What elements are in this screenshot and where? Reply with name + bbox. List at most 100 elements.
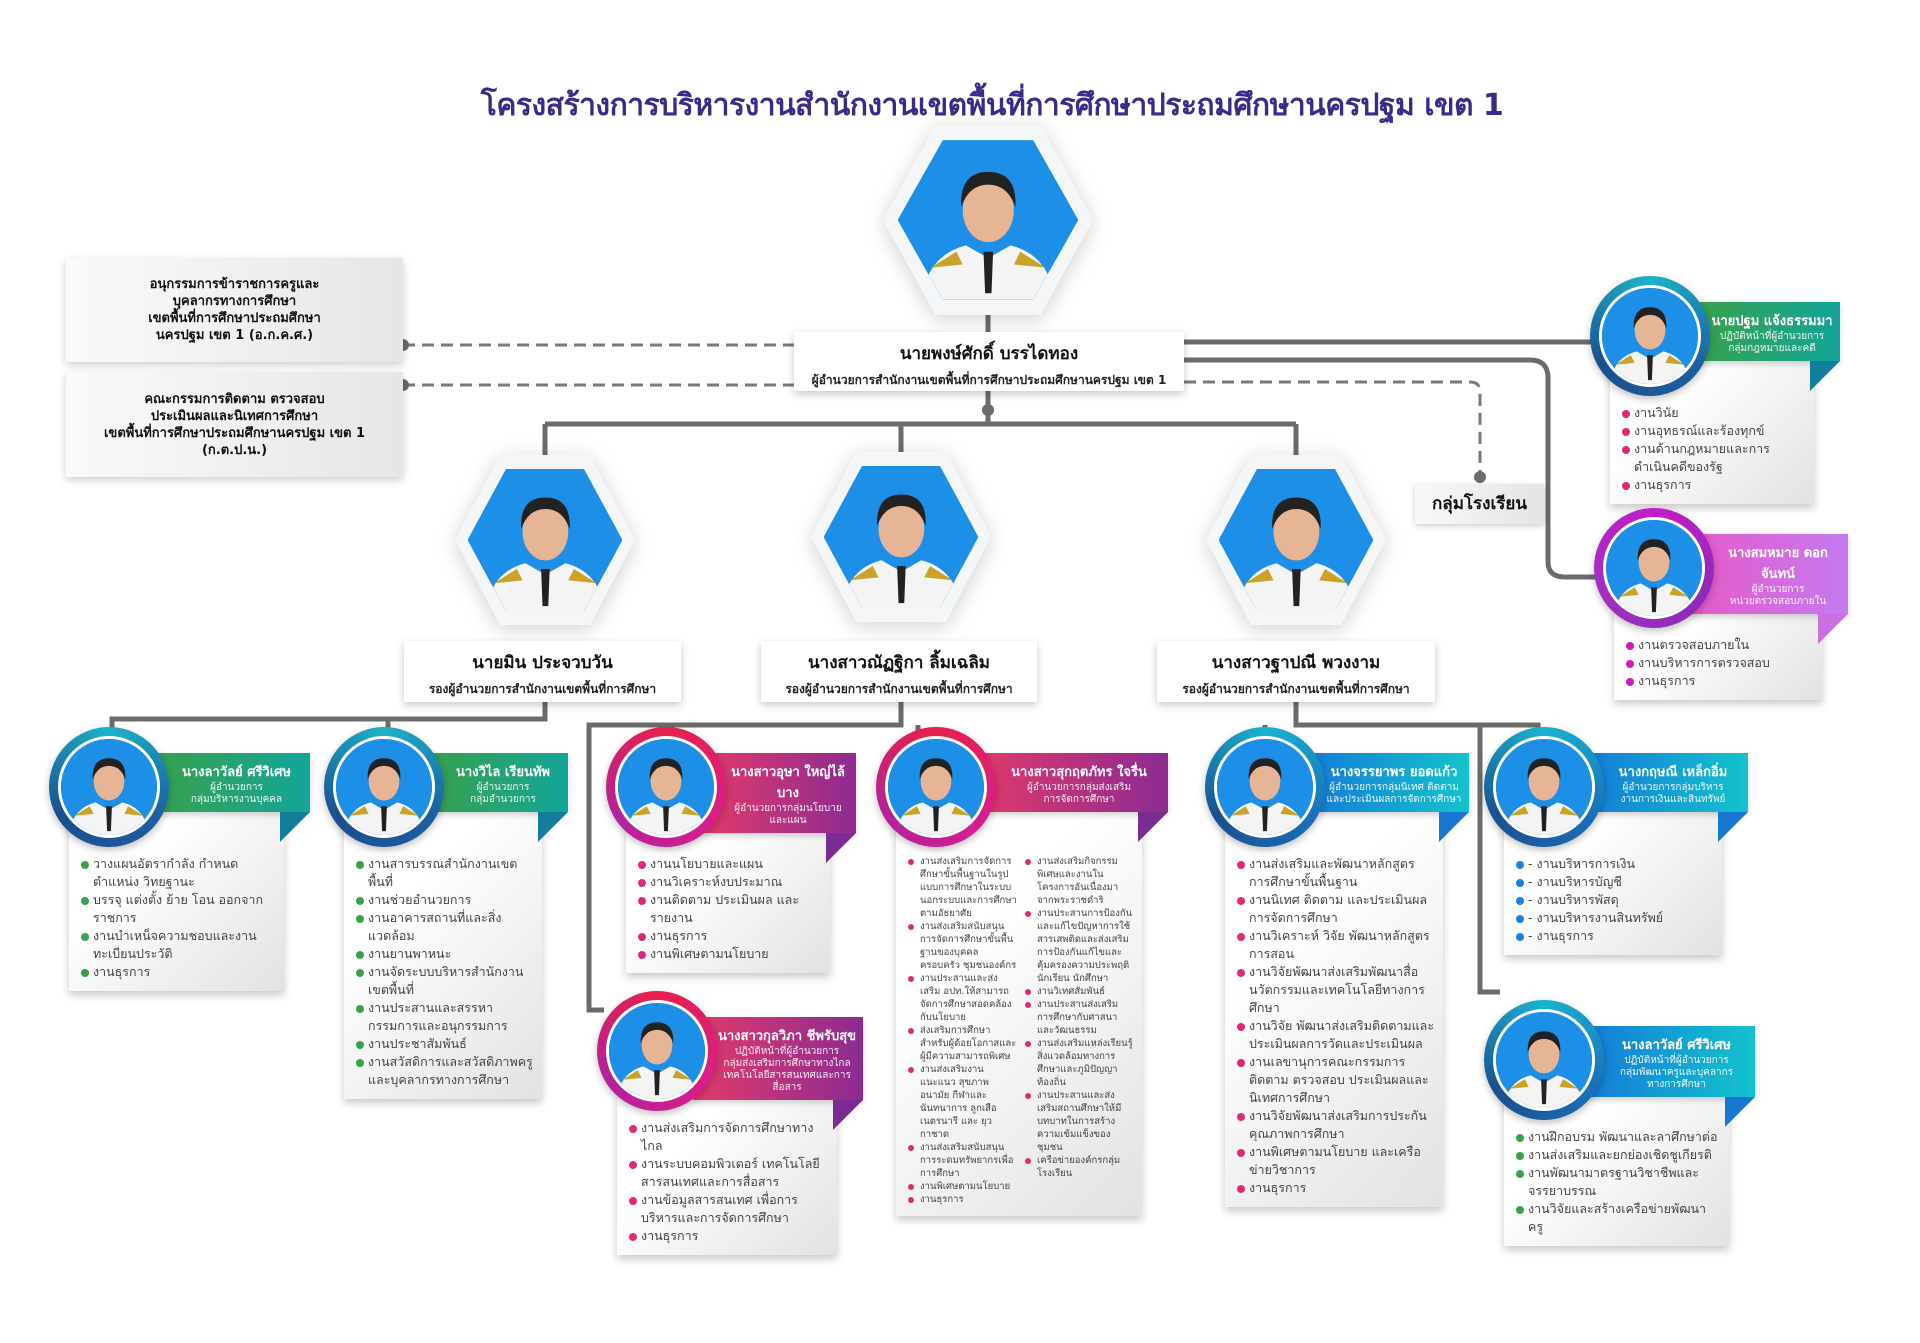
duty-box: งานส่งเสริมการจัดการศึกษาขั้นพื้นฐานในรู… xyxy=(896,808,1142,1216)
duty-box: งานนโยบายและแผนงานวิเคราะห์งบประมาณงานติ… xyxy=(626,829,830,973)
group-head-photo xyxy=(876,727,996,847)
duty-item: งานนโยบายและแผน xyxy=(638,855,822,873)
group-head-position: ปฏิบัติหน้าที่ผู้อำนวยการ xyxy=(1624,1055,1729,1066)
deputy-photo xyxy=(811,452,991,622)
committee-line: ประเมินผลและนิเทศการศึกษา xyxy=(150,408,319,424)
group-head-position: ผู้อำนวยการกลุ่มนโยบาย xyxy=(734,803,842,814)
duty-item: งานจัดระบบบริหารสำนักงานเขตพื้นที่ xyxy=(356,963,534,999)
group-head-position: ผู้อำนวยการ xyxy=(476,782,530,793)
group-head-name: นางลาวัลย์ ศรีวิเศษ xyxy=(1621,1038,1731,1053)
duty-item: งานพัฒนามาตรฐานวิชาชีพและจรรยาบรรณ xyxy=(1516,1164,1721,1200)
committee-line: อนุกรรมการข้าราชการครูและ xyxy=(149,277,320,292)
duty-item: งานส่งเสริมแหล่งเรียนรู้สิ่งแวดล้อมทางกา… xyxy=(1025,1037,1134,1089)
duty-item: งานพิเศษตามนโยบาย xyxy=(908,1180,1017,1193)
duty-item: - งานบริหารงานสินทรัพย์ xyxy=(1516,909,1714,927)
group-head-position: ผู้อำนวยการ xyxy=(1751,584,1805,595)
duty-item: งานข้อมูลสารสนเทศ เพื่อการบริหารและการจั… xyxy=(629,1191,829,1227)
group-head-photo xyxy=(1484,727,1604,847)
committee-ktpn: คณะกรรมการติดตาม ตรวจสอบ ประเมินผลและนิเ… xyxy=(66,372,403,477)
group-head-position: ผู้อำนวยการกลุ่มนิเทศ ติดตาม xyxy=(1329,782,1459,793)
person-photo-icon xyxy=(1224,468,1368,612)
duty-item: งานระบบคอมพิวเตอร์ เทคโนโลยีสารสนเทศและก… xyxy=(629,1155,829,1191)
deputy-position: รองผู้อำนวยการสำนักงานเขตพื้นที่การศึกษา xyxy=(785,682,1013,696)
group-head-photo xyxy=(1590,276,1710,396)
group-head-banner: นางจรรยาพร ยอดแก้วผู้อำนวยการกลุ่มนิเทศ … xyxy=(1301,753,1469,812)
duty-item: งานธุรการ xyxy=(908,1193,1017,1206)
group-head-photo xyxy=(49,727,169,847)
group-head-position: และแผน xyxy=(769,815,807,826)
person-photo-icon xyxy=(908,140,1068,300)
connector-school-group xyxy=(1184,380,1482,477)
duty-item: งานด้านกฎหมายและการดำเนินคดีของรัฐ xyxy=(1622,440,1806,476)
deputy-position: รองผู้อำนวยการสำนักงานเขตพื้นที่การศึกษา xyxy=(1182,682,1410,696)
photo-frame xyxy=(1214,736,1316,838)
person-photo-icon xyxy=(336,739,432,835)
duty-item: งานวิจัย พัฒนาส่งเสริมติดตามและประเมินผล… xyxy=(1237,1017,1435,1053)
duty-item: - งานธุรการ xyxy=(1516,927,1714,945)
duty-list: - งานบริหารการเงิน- งานบริหารบัญชี- งานบ… xyxy=(1516,855,1714,945)
group-head-position: ปฏิบัติหน้าที่ผู้อำนวยการ xyxy=(734,1046,840,1057)
deputy-namebox: นางสาวฐาปณี พวงงาม รองผู้อำนวยการสำนักงา… xyxy=(1157,641,1435,702)
group-head-position: กลุ่มอำนวยการ xyxy=(470,794,536,805)
duty-item: งานวิเคราะห์งบประมาณ xyxy=(638,873,822,891)
chart-title: โครงสร้างการบริหารงานสำนักงานเขตพื้นที่ก… xyxy=(480,88,1504,123)
duty-list: งานส่งเสริมกิจกรรมพิเศษและงานในโครงการอั… xyxy=(1025,855,1134,1206)
duty-item: งานวิจัยและสร้างเครือข่ายพัฒนาครู xyxy=(1516,1200,1721,1236)
deputy-namebox: นายมิน ประจวบวัน รองผู้อำนวยการสำนักงานเ… xyxy=(404,641,681,702)
duty-item: งานส่งเสริมสนับสนุนการระดมทรัพยากรเพื่อก… xyxy=(908,1141,1017,1180)
director-name: นายพงษ์ศักดิ์ บรรไดทอง xyxy=(899,344,1079,364)
duty-list: งานส่งเสริมการจัดการศึกษาทางไกลงานระบบคอ… xyxy=(629,1119,829,1245)
group-head-name: นางสาวสุกฤตภัทร ใจรื่น xyxy=(1011,765,1147,780)
duty-item: งานติดตาม ประเมินผล และรายงาน xyxy=(638,891,822,927)
duty-item: งานประสานและส่งเสริมสถานศึกษาให้มีบทบาทใ… xyxy=(1025,1089,1134,1154)
duty-item: งานประชาสัมพันธ์ xyxy=(356,1035,534,1053)
group-head-position: การจัดการศึกษา xyxy=(1043,794,1115,805)
group-head-name: นางจรรยาพร ยอดแก้ว xyxy=(1330,765,1458,780)
person-photo-icon xyxy=(61,739,157,835)
school-group-box: กลุ่มโรงเรียน xyxy=(1415,484,1544,524)
duty-item: งานวิจัยพัฒนาส่งเสริมการประกันคุณภาพการศ… xyxy=(1237,1107,1435,1143)
group-head-photo xyxy=(597,991,717,1111)
photo-frame xyxy=(1493,736,1595,838)
connector-deputy1-groups xyxy=(109,702,548,740)
duty-item: งานธุรการ xyxy=(1237,1179,1435,1197)
duty-item: - งานบริหารพัสดุ xyxy=(1516,891,1714,909)
person-photo-icon xyxy=(1217,739,1313,835)
duty-columns: งานส่งเสริมการจัดการศึกษาขั้นพื้นฐานในรู… xyxy=(908,855,1134,1206)
photo-frame xyxy=(58,736,160,838)
person-photo-icon xyxy=(1496,1012,1592,1108)
deputy-name: นางสาวณัฏฐิกา ลิ้มเฉลิม xyxy=(808,653,990,673)
person-photo-icon xyxy=(888,739,984,835)
group-head-banner: นางวิไล เรียนทัพผู้อำนวยการกลุ่มอำนวยการ xyxy=(420,753,568,812)
group-head-name: นางสาวกุลวิภา ชีพรับสุข xyxy=(717,1029,857,1044)
duty-item: งานส่งเสริมสนับสนุนการจัดการศึกษาขั้นพื้… xyxy=(908,920,1017,972)
duty-item: งานธุรการ xyxy=(1622,476,1806,494)
group-head-photo xyxy=(1594,508,1714,628)
person-photo-icon xyxy=(473,468,617,612)
person-photo-icon xyxy=(609,1003,705,1099)
committee-line: เขตพื้นที่การศึกษาประถมศึกษา xyxy=(148,311,321,326)
duty-item: งานส่งเสริมการจัดการศึกษาทางไกล xyxy=(629,1119,829,1155)
connector-audit xyxy=(1184,357,1598,580)
duty-list: งานนโยบายและแผนงานวิเคราะห์งบประมาณงานติ… xyxy=(638,855,822,963)
duty-item: งานธุรการ xyxy=(638,927,822,945)
duty-item: งานพิเศษตามนโยบาย และเครือข่ายวิชาการ xyxy=(1237,1143,1435,1179)
duty-item: งานธุรการ xyxy=(629,1227,829,1245)
group-head-position: กลุ่มกฎหมายและคดี xyxy=(1728,343,1816,354)
person-photo-icon xyxy=(829,465,973,609)
group-head-position: และประเมินผลการจัดการศึกษา xyxy=(1326,794,1462,805)
group-head-name: นางลาวัลย์ ศรีวิเศษ xyxy=(181,765,291,780)
duty-box: งานตรวจสอบภายในงานบริหารการตรวจสอบงานธุร… xyxy=(1614,610,1822,700)
group-head-position: ทางการศึกษา xyxy=(1647,1079,1706,1090)
group-head-name: นายปฐม แจ้งธรรมมา xyxy=(1711,314,1833,329)
photo-frame xyxy=(333,736,435,838)
duty-item: งานนิเทศ ติดตาม และประเมินผลการจัดการศึก… xyxy=(1237,891,1435,927)
group-head-banner: นางกฤษณี เหล็กอิ่มผู้อำนวยการกลุ่มบริหาร… xyxy=(1580,753,1748,812)
person-photo-icon xyxy=(1496,739,1592,835)
deputy-photo xyxy=(1206,455,1386,625)
duty-item: งานส่งเสริมและยกย่องเชิดชูเกียรติ xyxy=(1516,1146,1721,1164)
duty-item: งานช่วยอำนวยการ xyxy=(356,891,534,909)
duty-item: งานส่งเสริมงานแนะแนว สุขภาพ อนามัย กีฬาแ… xyxy=(908,1063,1017,1141)
group-head-banner: นางลาวัลย์ ศรีวิเศษปฏิบัติหน้าที่ผู้อำนว… xyxy=(1580,1026,1755,1097)
photo-frame xyxy=(1599,285,1701,387)
